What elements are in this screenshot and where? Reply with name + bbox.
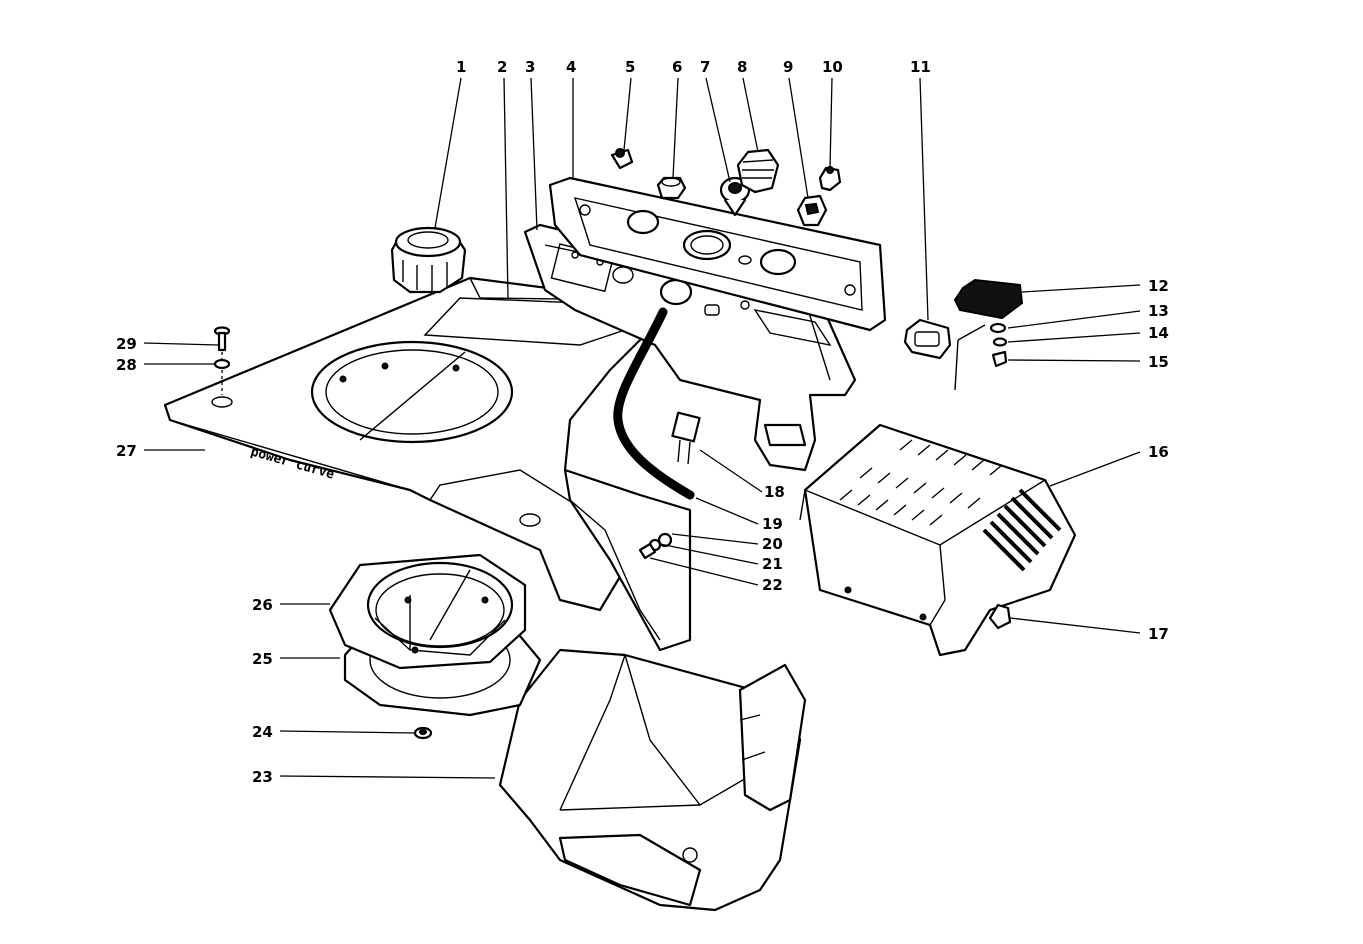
label-25: 25 [252,650,273,668]
part-number-labels: 1 2 3 4 5 6 7 8 9 10 11 12 13 14 15 16 1… [116,58,1169,786]
cover-vent-slots [839,439,1003,526]
label-10: 10 [822,58,843,76]
washer-part-14 [992,337,1008,347]
choke-knob-part-9 [796,194,828,227]
cover-grille [982,488,1062,572]
throttle-part-10 [818,166,842,192]
screw-part-17 [988,603,1012,630]
label-3: 3 [525,58,535,76]
label-24: 24 [252,723,273,741]
lower-housing-part-23 [498,648,807,912]
nut-part-24 [413,726,433,740]
label-18: 18 [764,483,785,501]
connector-part-18 [671,411,701,465]
label-23: 23 [252,768,273,786]
fastener-group-20-22 [638,532,673,560]
label-29: 29 [116,335,137,353]
primer-bulb-part-8 [736,148,780,194]
label-17: 17 [1148,625,1169,643]
screw-part-15 [991,350,1008,368]
label-9: 9 [783,58,793,76]
label-7: 7 [700,58,710,76]
label-26: 26 [252,596,273,614]
label-2: 2 [497,58,507,76]
label-11: 11 [910,58,931,76]
label-14: 14 [1148,324,1169,342]
washer-part-13 [989,322,1007,334]
control-bezel-part-4 [548,176,887,332]
label-13: 13 [1148,302,1169,320]
knob-part-5 [610,148,634,170]
fuel-cap-part-1 [390,226,467,294]
label-16: 16 [1148,443,1169,461]
label-6: 6 [672,58,682,76]
grommet-part-11 [903,318,952,360]
label-15: 15 [1148,353,1169,371]
label-19: 19 [762,515,783,533]
label-27: 27 [116,442,137,460]
label-12: 12 [1148,277,1169,295]
label-4: 4 [566,58,576,76]
label-1: 1 [456,58,466,76]
washer-part-28 [213,358,231,370]
discharge-ring-part-26 [328,553,527,670]
label-20: 20 [762,535,783,553]
hose-part-19 [613,307,695,500]
label-5: 5 [625,58,635,76]
label-22: 22 [762,576,783,594]
latch-part-12 [953,278,1024,391]
label-28: 28 [116,356,137,374]
leader-lines [143,77,1141,779]
plug-part-6 [656,176,687,200]
label-21: 21 [762,555,783,573]
engine-cover-part-16 [799,423,1077,657]
label-8: 8 [737,58,747,76]
